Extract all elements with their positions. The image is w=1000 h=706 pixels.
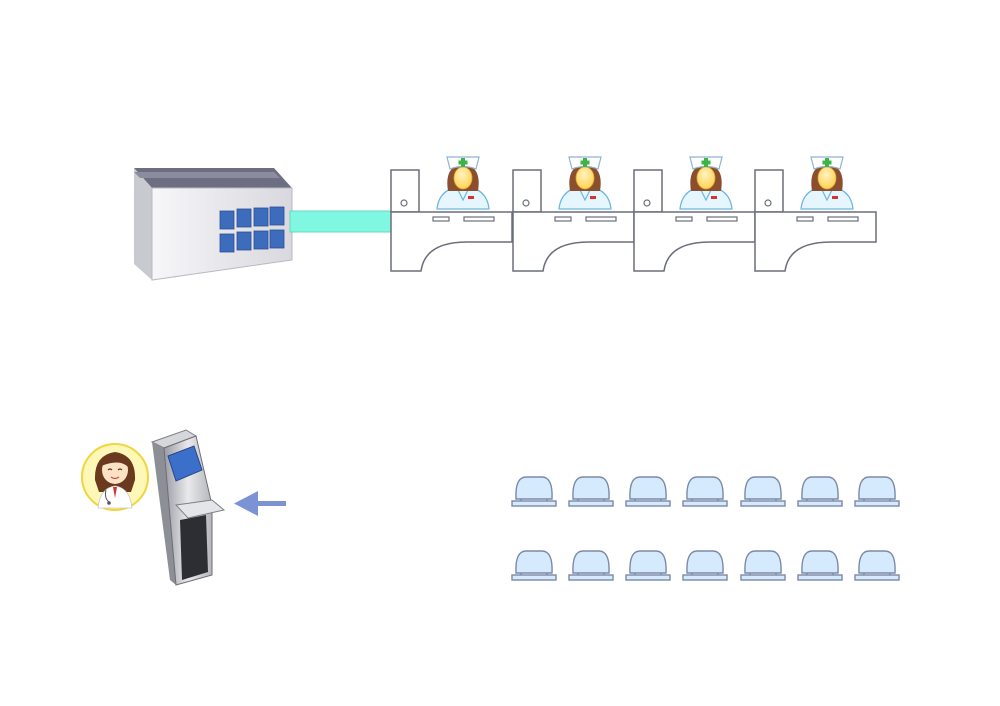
waiting-chair-icon <box>682 550 728 581</box>
seat-row <box>511 550 900 581</box>
nurse-icon <box>436 156 490 210</box>
server-windows <box>219 206 285 253</box>
reception-counter <box>633 156 756 272</box>
waiting-chair-icon <box>797 550 843 581</box>
reception-counter <box>512 156 635 272</box>
server-building-icon <box>134 168 293 281</box>
nurse-icon <box>800 156 854 210</box>
waiting-chair-icon <box>568 476 614 507</box>
nurse-icon <box>558 156 612 210</box>
waiting-chair-icon <box>854 476 900 507</box>
waiting-chair-icon <box>511 550 557 581</box>
waiting-chair-icon <box>511 476 557 507</box>
waiting-chair-icon <box>740 476 786 507</box>
waiting-chair-icon <box>568 550 614 581</box>
reception-counter <box>390 156 513 272</box>
seat-row <box>511 476 900 507</box>
arrow-left-icon <box>234 491 286 516</box>
waiting-chair-icon <box>797 476 843 507</box>
doctor-avatar-icon <box>81 443 149 511</box>
waiting-chair-icon <box>854 550 900 581</box>
waiting-seats <box>511 476 900 581</box>
waiting-chair-icon <box>625 550 671 581</box>
nurse-icon <box>679 156 733 210</box>
reception-counters <box>390 156 877 272</box>
connector-bar <box>289 210 392 233</box>
reception-counter <box>754 156 877 272</box>
waiting-chair-icon <box>682 476 728 507</box>
waiting-chair-icon <box>625 476 671 507</box>
waiting-chair-icon <box>740 550 786 581</box>
queue-kiosk-icon <box>150 429 226 586</box>
